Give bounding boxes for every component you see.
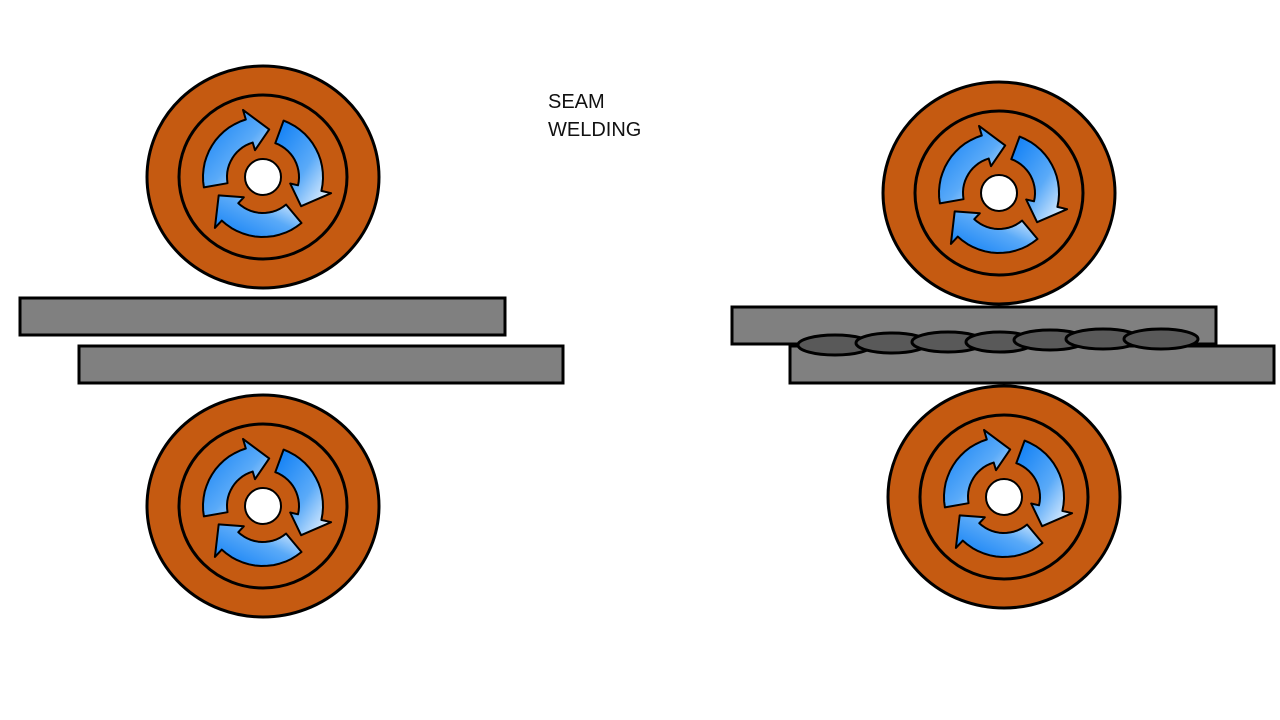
roller-axle-hole — [980, 174, 1018, 212]
lower-roller — [145, 393, 381, 619]
title-line-1: SEAM — [548, 91, 605, 113]
roller-axle-hole — [244, 158, 282, 196]
panel-before-welding — [18, 64, 565, 619]
roller-axle-hole — [244, 487, 282, 525]
rotation-arrow — [954, 514, 1044, 558]
rotation-arrow — [1015, 439, 1074, 528]
rotation-arrow — [274, 119, 333, 208]
rotation-arrow — [202, 108, 271, 189]
weld-seam — [796, 327, 1200, 357]
upper-roller — [881, 80, 1117, 306]
rotation-arrow — [213, 194, 303, 238]
rotation-arrow — [274, 448, 333, 537]
title-line-2: WELDING — [548, 119, 642, 141]
upper-sheet — [18, 296, 507, 337]
rotation-arrows-icon — [938, 124, 1069, 254]
rotation-arrow — [1010, 135, 1069, 224]
rotation-arrows-icon — [202, 437, 333, 567]
rotation-arrows-icon — [202, 108, 333, 238]
lower-sheet — [77, 344, 565, 385]
rotation-arrows-icon — [943, 428, 1074, 558]
diagram-title: SEAM WELDING — [548, 88, 688, 144]
upper-roller — [145, 64, 381, 290]
rotation-arrow — [949, 210, 1039, 254]
rotation-arrow — [943, 428, 1012, 509]
lower-roller — [886, 384, 1122, 610]
rotation-arrow — [938, 124, 1007, 205]
weld-nugget — [1122, 327, 1200, 351]
panel-after-welding — [730, 80, 1276, 610]
rotation-arrow — [213, 523, 303, 567]
roller-axle-hole — [985, 478, 1023, 516]
rotation-arrow — [202, 437, 271, 518]
